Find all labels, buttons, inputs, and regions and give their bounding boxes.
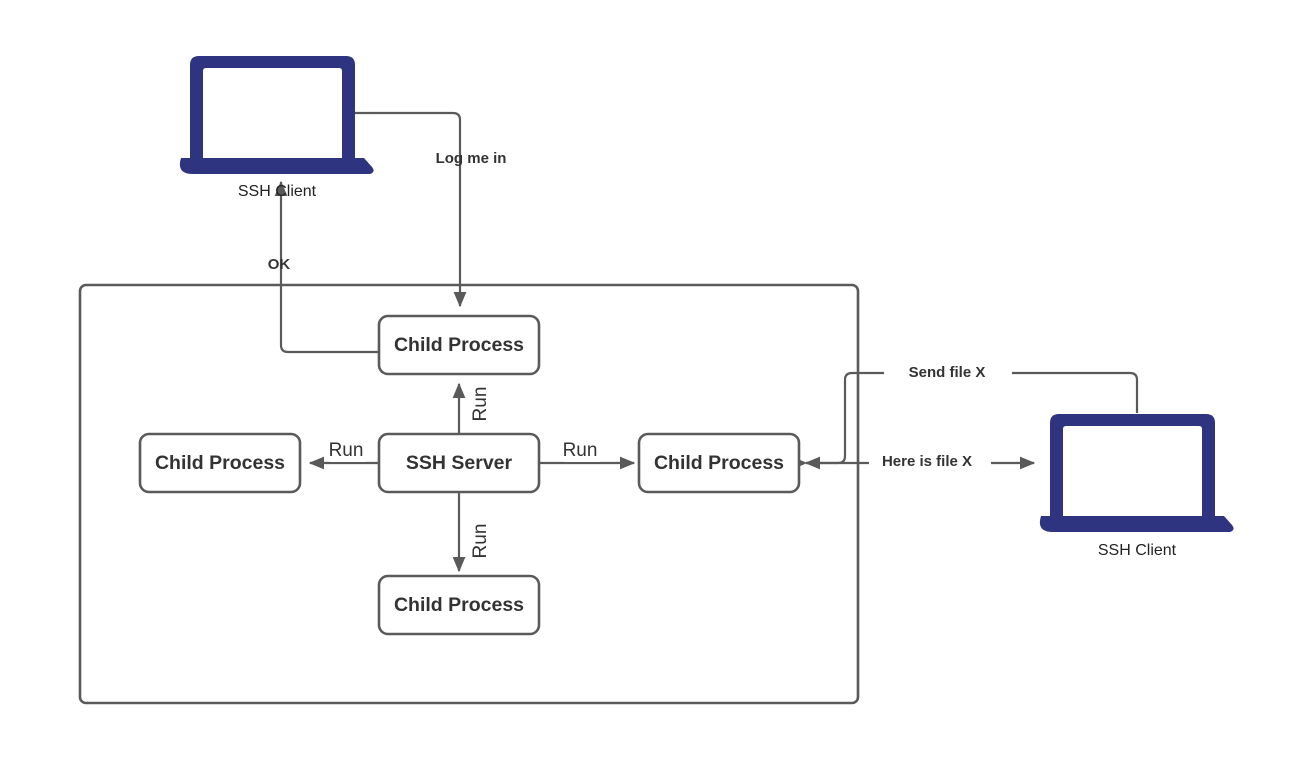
- edge-log-me-in-path: [352, 111, 467, 308]
- child-process-right-box[interactable]: [637, 432, 801, 494]
- edge-ok: OK: [268, 180, 379, 354]
- ssh-server-label: SSH Server: [406, 452, 513, 474]
- ssh-server-host-boundary: [78, 283, 860, 705]
- edge-here-is-file-x-label-top: Here is file X: [882, 453, 972, 470]
- node-child-process-right[interactable]: Child Process: [637, 432, 801, 494]
- child-process-top-label: Child Process: [394, 334, 524, 356]
- label-backdrops: [330, 363, 1012, 562]
- node-ssh-server[interactable]: SSH Server: [377, 432, 541, 494]
- edge-send-file-x-label-top: Send file X: [909, 364, 986, 381]
- edge-run-right-label-top: Run: [563, 440, 598, 461]
- edge-ok-label: OK: [268, 256, 291, 273]
- node-child-process-top[interactable]: Child Process: [377, 314, 541, 376]
- child-process-left-label: Child Process: [155, 452, 285, 474]
- edge-run-top-label-top: Run: [470, 387, 491, 422]
- laptop-icon: [1039, 414, 1234, 532]
- edge-ok-path: [274, 180, 379, 354]
- laptop-icon: [179, 56, 374, 174]
- child-process-right-label: Child Process: [654, 452, 784, 474]
- edge-log-me-in-label: Log me in: [436, 150, 507, 167]
- edge-run-bottom-label-top: Run: [470, 524, 491, 559]
- edge-log-me-in: Log me in: [352, 111, 507, 308]
- ssh-client-right-caption: SSH Client: [1098, 542, 1177, 559]
- child-process-bottom-box[interactable]: [377, 574, 541, 636]
- ssh-server-box[interactable]: [377, 432, 541, 494]
- child-process-top-box[interactable]: [377, 314, 541, 376]
- edge-run-left-label-top: Run: [329, 440, 364, 461]
- child-process-left-box[interactable]: [138, 432, 302, 494]
- node-child-process-bottom[interactable]: Child Process: [377, 574, 541, 636]
- node-child-process-left[interactable]: Child Process: [138, 432, 302, 494]
- node-ssh-client-right[interactable]: SSH Client: [1039, 414, 1234, 559]
- node-ssh-client-left[interactable]: SSH Client: [179, 56, 374, 200]
- ssh-client-left-caption: SSH Client: [238, 183, 317, 200]
- child-process-bottom-label: Child Process: [394, 594, 524, 616]
